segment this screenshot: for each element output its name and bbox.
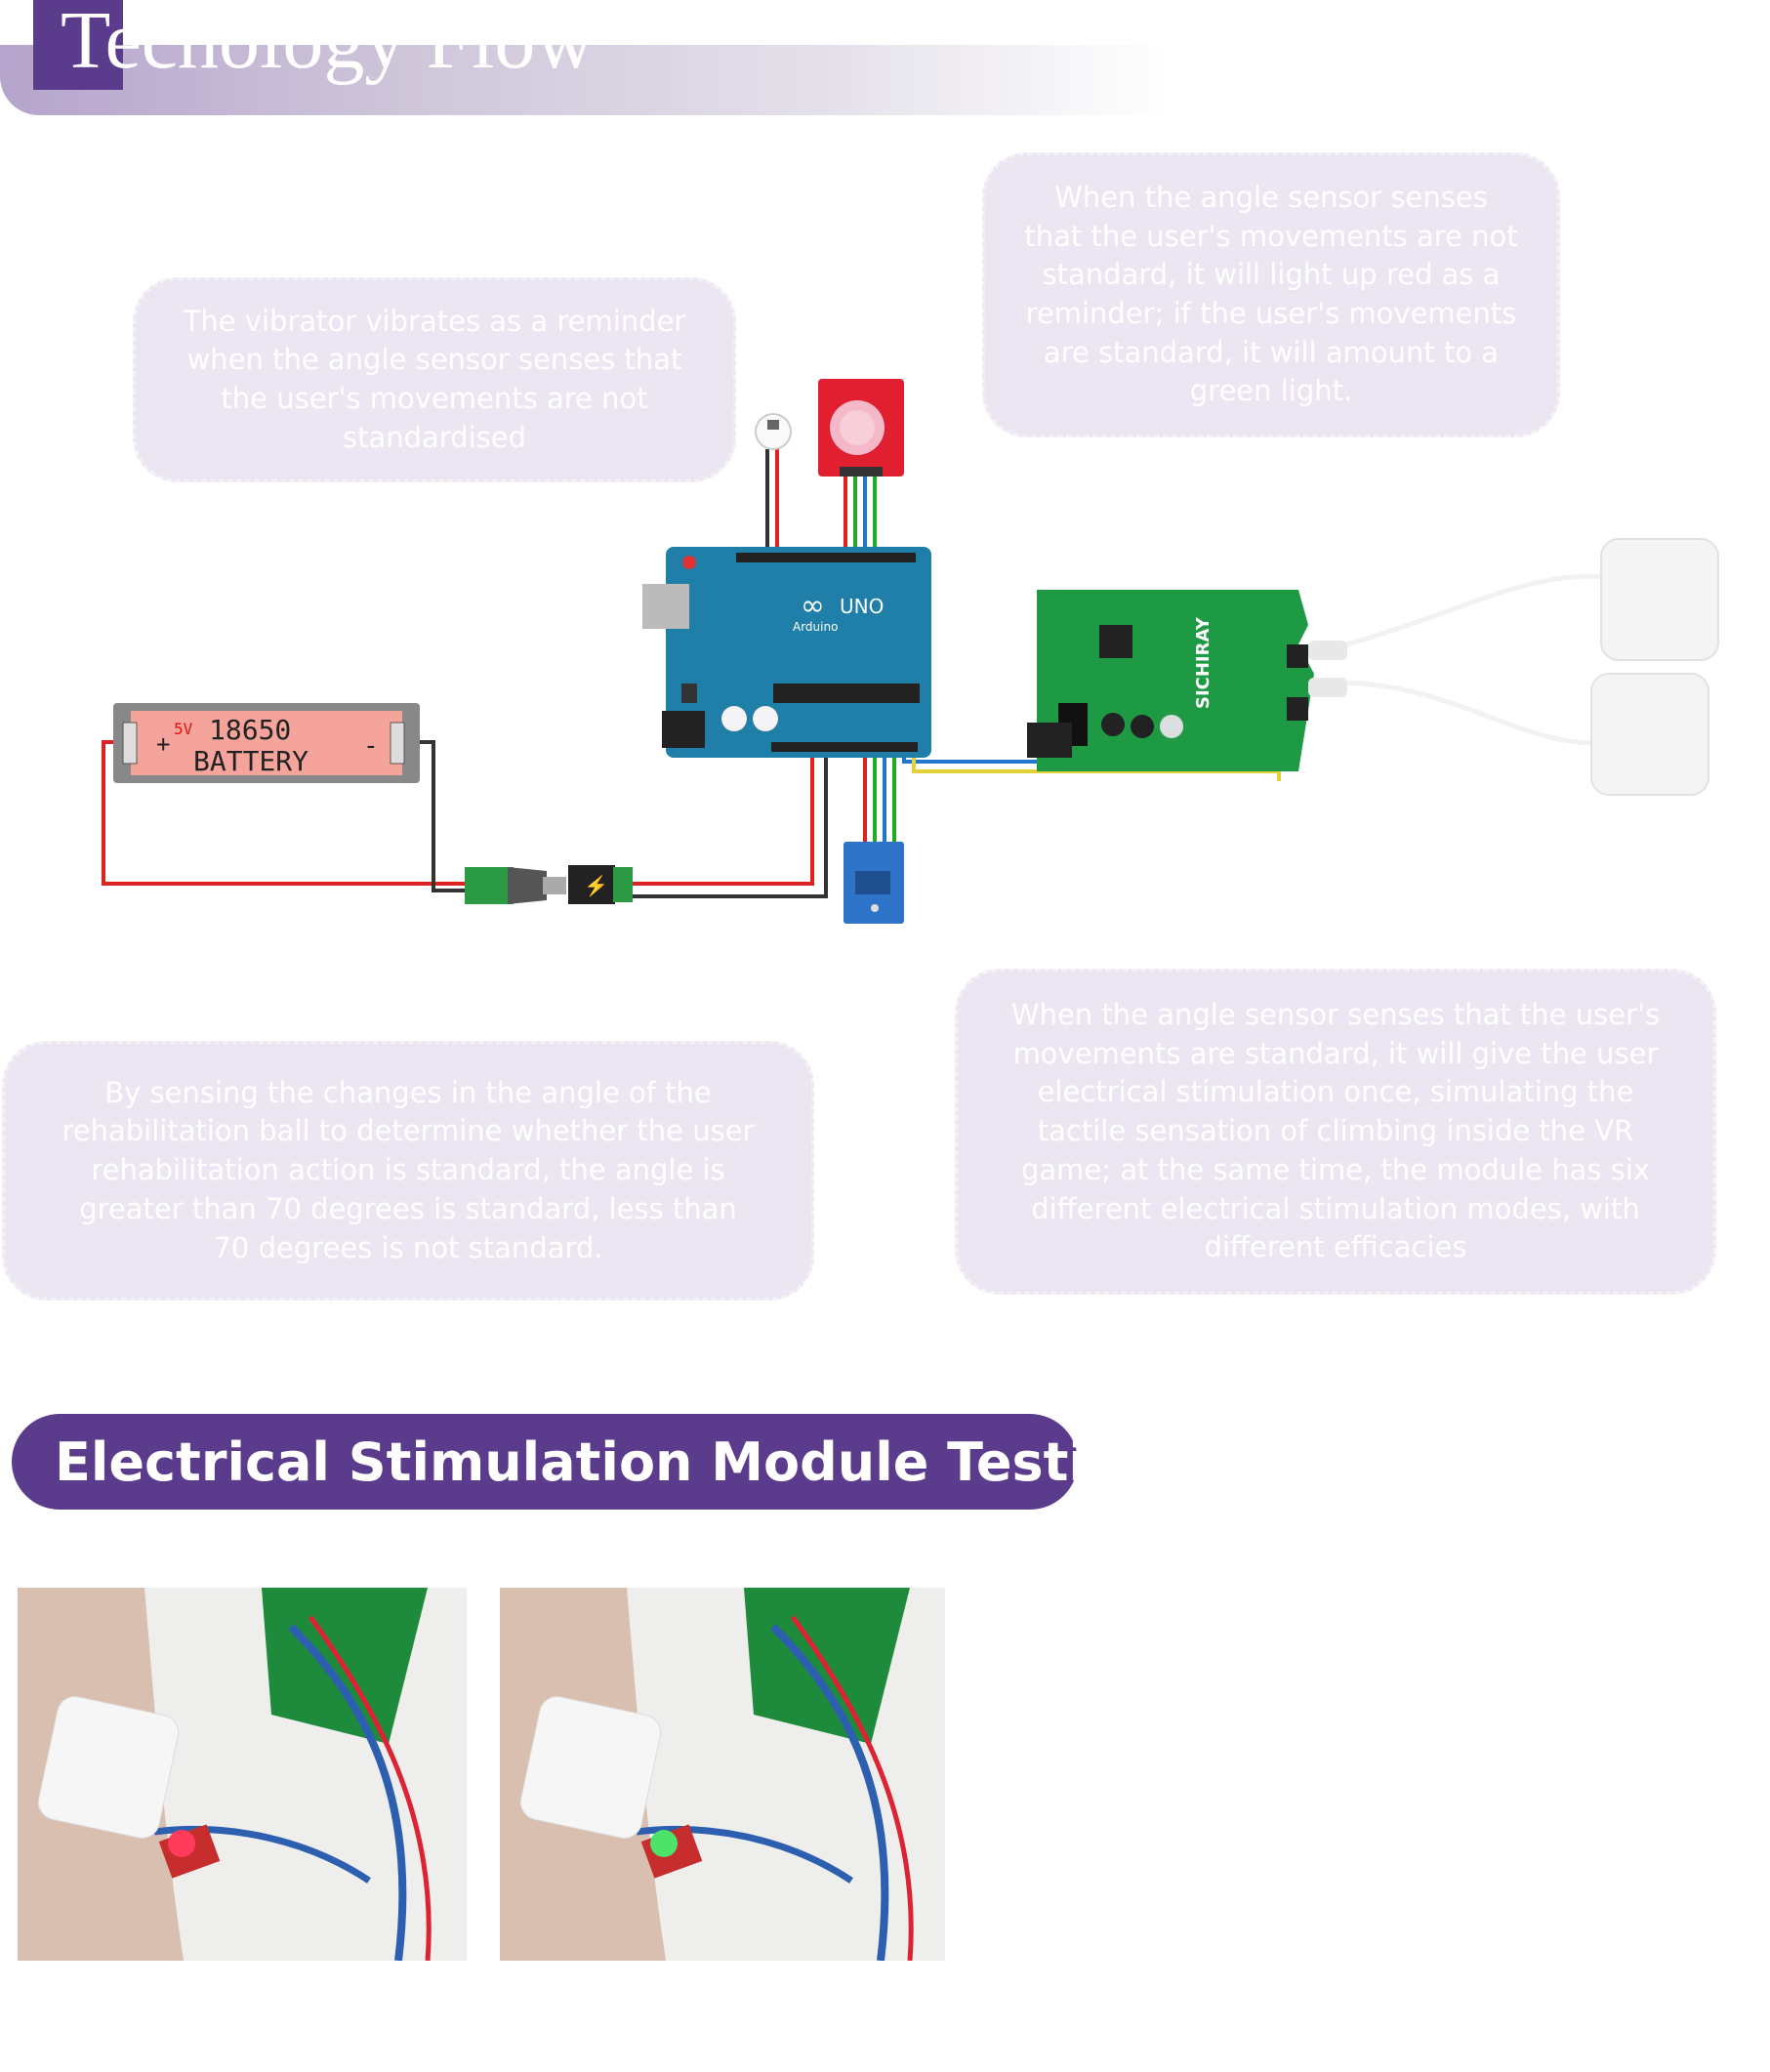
arduino-uno: ∞ UNO Arduino (642, 547, 931, 758)
dc-jack-plug (465, 867, 566, 904)
vibrator-motor (755, 413, 792, 450)
callout-led: When the angle sensor senses that the us… (982, 152, 1560, 437)
battery-voltage: 5V (174, 720, 193, 738)
section-banner (12, 1414, 1078, 1510)
battery: + 5V 18650 BATTERY - (113, 703, 420, 783)
battery-label-2: BATTERY (193, 745, 309, 777)
photo-red-led (18, 1588, 467, 1961)
header-banner (0, 45, 1172, 115)
electrode-pads (1308, 538, 1719, 796)
dc-jack-socket: ⚡ (568, 865, 633, 904)
wire-power-black (625, 738, 828, 898)
battery-plus: + (156, 730, 170, 758)
callout-angle-text: By sensing the changes in the angle of t… (62, 1075, 755, 1264)
section-title: Electrical Stimulation Module Testing (55, 1431, 1162, 1493)
led-module (818, 379, 904, 477)
led-indicator-green (650, 1830, 678, 1857)
callout-estim-text: When the angle sensor senses that the us… (1010, 997, 1661, 1264)
header-accent-square (33, 0, 123, 90)
battery-label-1: 18650 (209, 714, 291, 746)
arduino-model: UNO (840, 595, 884, 618)
led-indicator-red (168, 1830, 195, 1857)
arduino-brand: Arduino (793, 620, 838, 634)
battery-minus: - (363, 731, 379, 761)
lightning-icon: ⚡ (584, 874, 608, 897)
callout-vibrator: The vibrator vibrates as a reminder when… (133, 277, 736, 482)
callout-angle-sensor: By sensing the changes in the angle of t… (2, 1041, 814, 1301)
estim-brand: SICHIRAY (1193, 616, 1214, 709)
callout-vibrator-text: The vibrator vibrates as a reminder when… (183, 304, 686, 454)
photo-green-led (500, 1588, 945, 1961)
estim-board: SICHIRAY (1027, 590, 1314, 771)
callout-led-text: When the angle sensor senses that the us… (1024, 180, 1518, 408)
circuit-diagram: + 5V 18650 BATTERY - ⚡ ∞ (102, 379, 1719, 924)
wire-electrode-2 (1317, 680, 1608, 746)
electrode-pad-2 (1590, 673, 1709, 796)
infinity-icon: ∞ (801, 589, 825, 623)
callout-estim: When the angle sensor senses that the us… (955, 969, 1716, 1295)
wire-power-red (625, 738, 814, 886)
wire-electrode-1 (1317, 573, 1622, 655)
angle-sensor-module (844, 842, 904, 924)
electrode-pad-1 (1600, 538, 1719, 661)
page-title: Techology Flow (61, 0, 596, 86)
